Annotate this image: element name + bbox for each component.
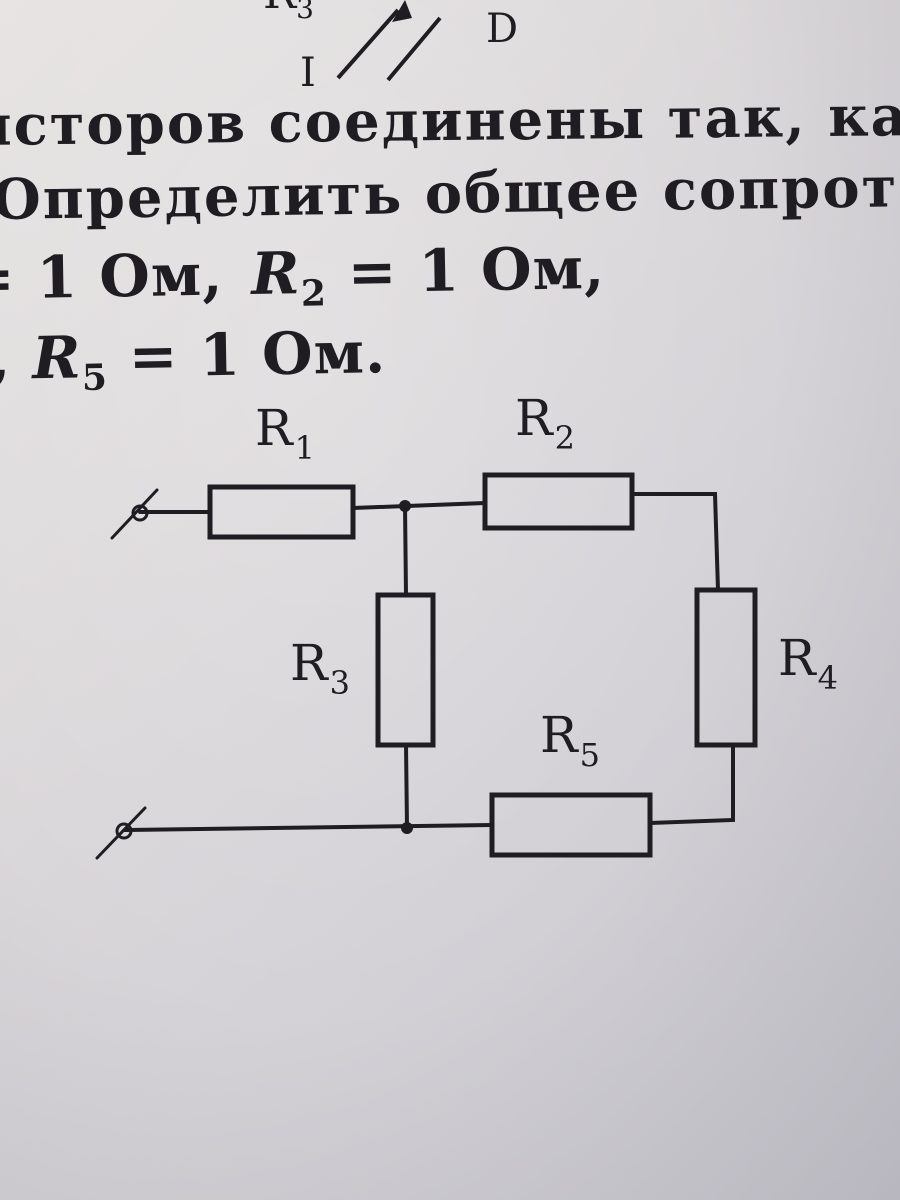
label-i: I [300, 50, 316, 96]
label-r2: R2 [515, 389, 575, 457]
wire-r2-r4 [630, 492, 720, 592]
resistor-r3 [375, 592, 436, 748]
diagonal-line-2 [386, 16, 442, 82]
wire-r3-bottom [404, 743, 409, 829]
resistor-r4 [694, 587, 758, 748]
terminal-top-node [131, 504, 149, 522]
wire-r5-terminal [123, 823, 494, 832]
label-r1: R1 [255, 399, 315, 467]
resistor-r5 [489, 792, 653, 858]
wire-junction-r3 [403, 503, 408, 597]
resistor-r1 [207, 484, 356, 540]
arrow-head [392, 0, 412, 22]
label-d: D [486, 6, 518, 52]
wire-r1-r2 [351, 501, 487, 510]
terminal-bottom-icon [95, 806, 147, 860]
previous-figure-fragment: R3 D I [263, 0, 518, 96]
wire-r4-r5 [648, 743, 735, 825]
junction-bottom [401, 822, 413, 834]
resistor-r2 [482, 472, 635, 531]
label-r5: R5 [540, 706, 600, 774]
label-r3: R3 [290, 634, 350, 702]
label-r4: R4 [778, 629, 838, 697]
diagonal-line-1 [336, 8, 400, 80]
terminal-bottom-node [115, 822, 133, 840]
junction-top [399, 500, 411, 512]
label-r3-partial: R3 [263, 0, 314, 25]
